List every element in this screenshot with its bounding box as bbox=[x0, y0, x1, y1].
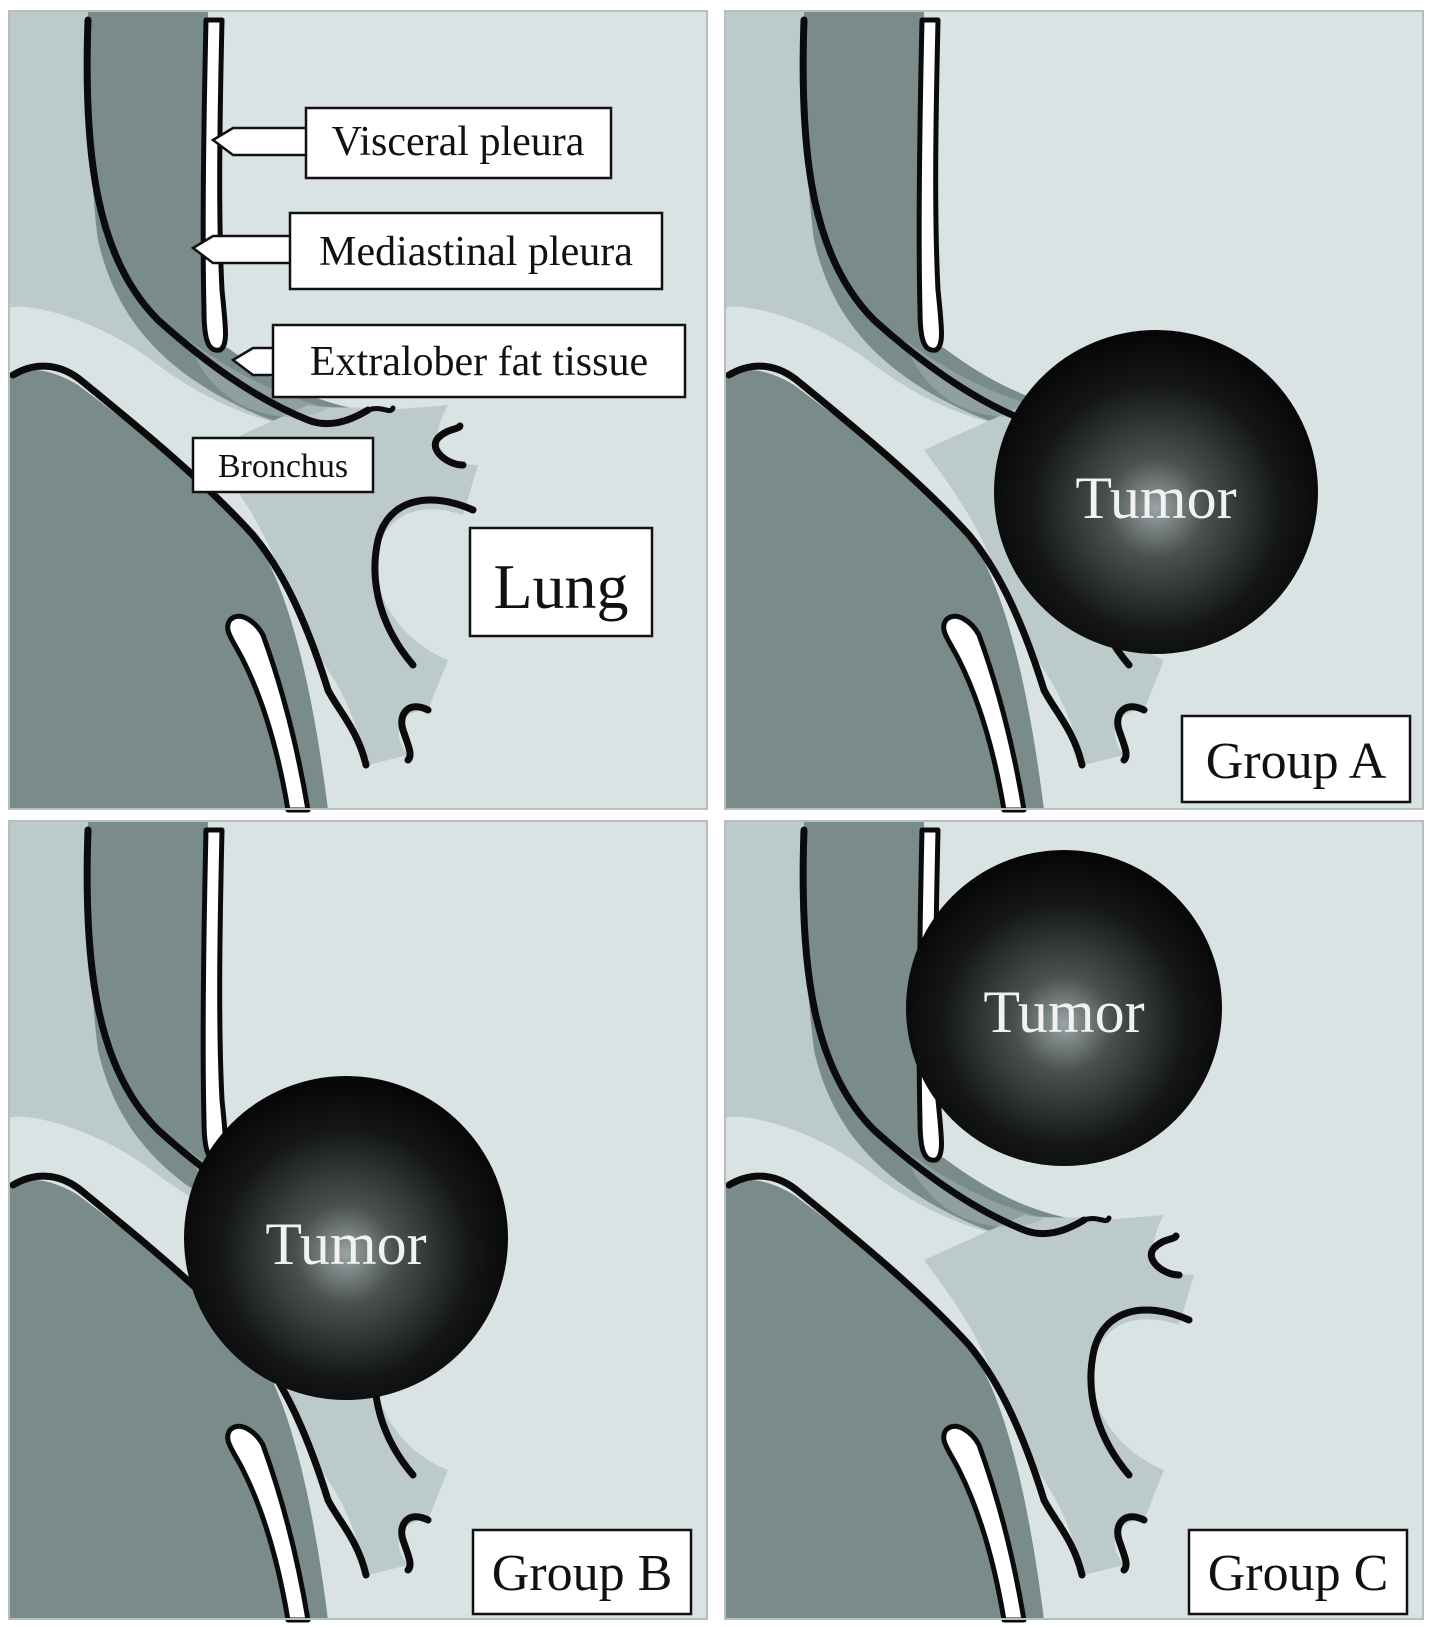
lung-callout: Lung bbox=[470, 528, 652, 636]
panel-group-c: Tumor Group C bbox=[724, 820, 1424, 1620]
bronchus-callout: Bronchus bbox=[193, 438, 373, 492]
visceral-pleura-label: Visceral pleura bbox=[332, 119, 585, 165]
panel-group-a: Tumor Group A bbox=[724, 10, 1424, 810]
tumor-label: Tumor bbox=[265, 1211, 426, 1277]
tumor-label: Tumor bbox=[983, 979, 1144, 1045]
lung-label: Lung bbox=[493, 551, 628, 622]
group-a-label: Group A bbox=[1206, 733, 1387, 790]
panel-normal: Visceral pleura Mediastinal pleura Extra… bbox=[8, 10, 708, 810]
extralober-fat-label: Extralober fat tissue bbox=[310, 339, 648, 385]
bronchus-label: Bronchus bbox=[218, 448, 348, 485]
tumor-label: Tumor bbox=[1075, 465, 1236, 531]
mediastinal-pleura-label: Mediastinal pleura bbox=[319, 229, 633, 275]
extralober-fat-callout: Extralober fat tissue bbox=[233, 325, 685, 397]
panel-group-b: Tumor Group B bbox=[8, 820, 708, 1620]
group-c-label: Group C bbox=[1208, 1545, 1389, 1602]
group-b-label: Group B bbox=[492, 1545, 673, 1602]
